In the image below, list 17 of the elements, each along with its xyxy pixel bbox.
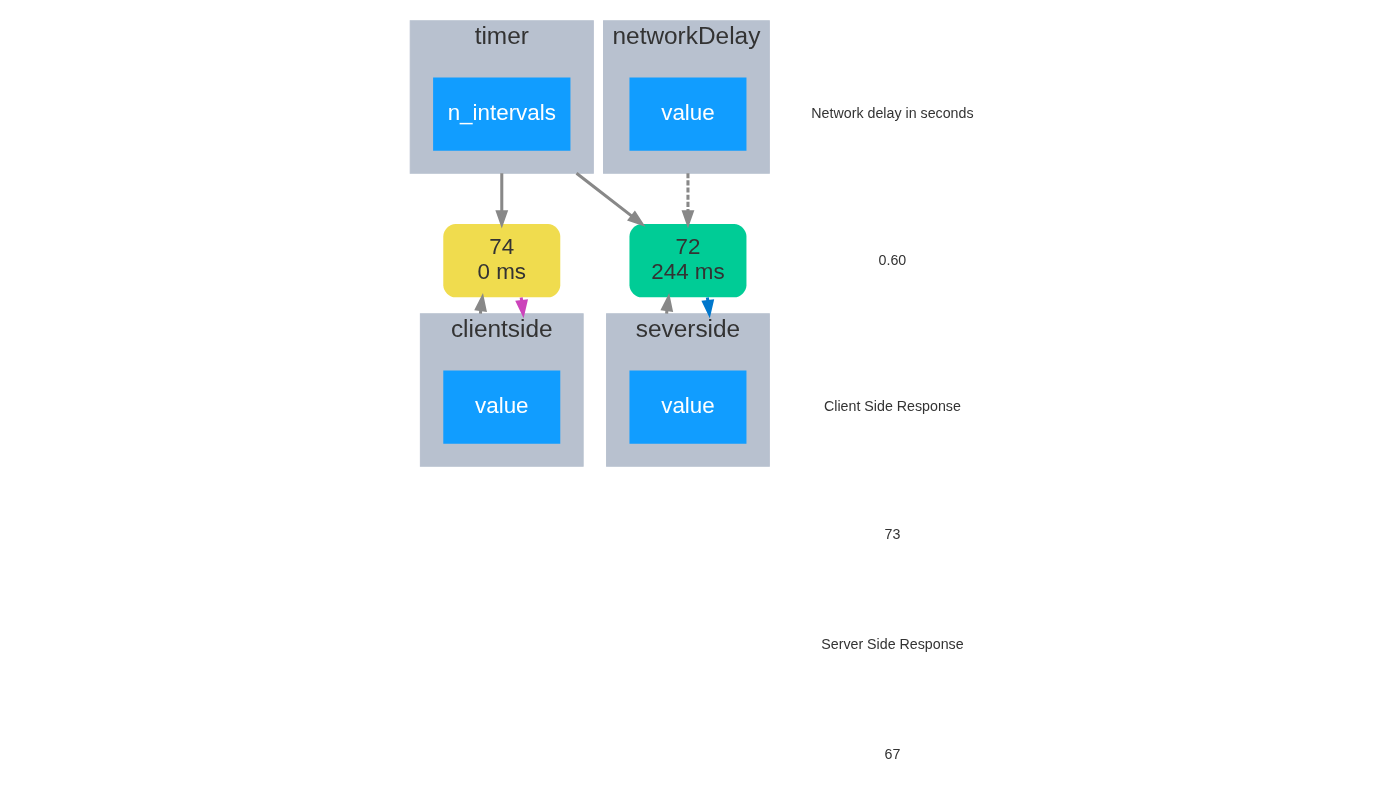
node-box: 74 0 ms — [442, 224, 560, 298]
arrow — [575, 172, 645, 227]
label: Network delay in seconds — [810, 105, 974, 121]
node-box: value — [628, 370, 746, 444]
node-box: value — [628, 77, 746, 151]
label: Server Side Response — [820, 636, 964, 653]
arrow — [494, 173, 508, 229]
label: Client Side Response — [823, 398, 961, 415]
node-box: 72 244 ms — [628, 224, 746, 298]
label: 0.60 — [878, 251, 906, 268]
arrow — [659, 292, 673, 314]
node-box: n_intervals — [432, 77, 570, 151]
node-box: value — [442, 370, 560, 444]
label: 67 — [884, 745, 900, 762]
arrow — [681, 173, 694, 229]
label: 73 — [884, 526, 900, 543]
arrow — [473, 292, 487, 314]
